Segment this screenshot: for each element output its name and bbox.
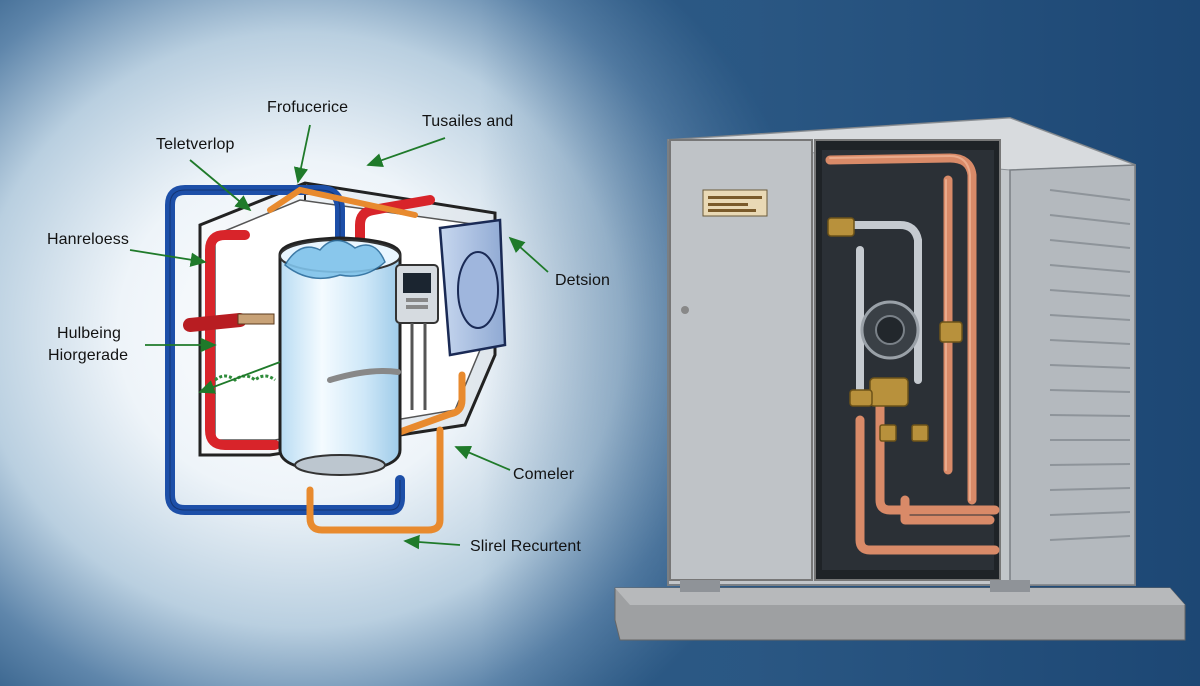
side-louvers [1049, 189, 1131, 541]
label-top-left: Teletverlop [156, 136, 235, 153]
hot-pipe-branch [183, 313, 247, 332]
label-right-lower: Comeler [513, 466, 575, 483]
warm-pipe-right [396, 371, 466, 436]
brass-valves [827, 217, 963, 442]
callout-arrows [129, 124, 549, 550]
label-bottom: Slirel Recurtent [470, 538, 581, 555]
valve-fitting [237, 313, 275, 325]
warm-pipe-top [267, 186, 418, 218]
thermostat-panel-icon [395, 264, 439, 410]
label-left-upper: Hanreloess [47, 231, 129, 248]
warm-pipe-bottom [306, 426, 444, 534]
label-top-center: Frofucerice [267, 99, 349, 116]
label-top-right: Tusailes and [422, 113, 514, 130]
water-tank-icon [278, 236, 402, 476]
label-right-mid: Detsion [555, 272, 610, 289]
silver-pipes [836, 221, 922, 394]
nameplate-icon [702, 189, 768, 217]
hot-pipe-top [355, 195, 435, 260]
fan-housing-icon [438, 218, 507, 357]
label-left-mid-2: Hiorgerade [48, 347, 129, 364]
outdoor-unit [614, 116, 1186, 641]
label-left-mid-1: Hulbeing [57, 325, 121, 342]
